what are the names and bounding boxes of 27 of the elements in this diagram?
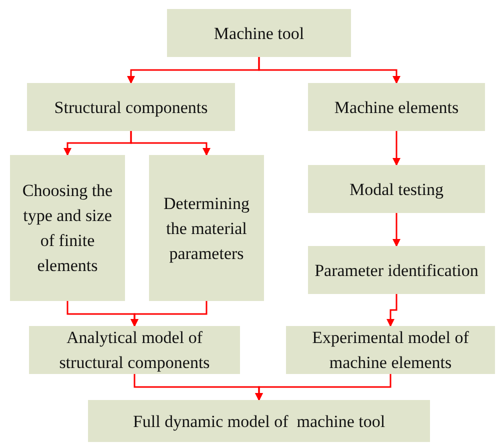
process-box (149, 155, 264, 301)
process-box (308, 165, 485, 213)
box-label: Choosing the type and size of finite elements (21, 180, 114, 277)
arrow (130, 131, 210, 156)
process-box (29, 326, 240, 374)
process-box (10, 155, 125, 301)
arrow (386, 294, 398, 327)
box-label: Determining the material parameters (162, 192, 250, 265)
box-label: Parameter identification (314, 260, 478, 282)
arrow (392, 213, 400, 247)
box-label: Modal testing (350, 178, 444, 201)
process-box (308, 83, 485, 131)
arrow (130, 301, 208, 327)
arrow (258, 57, 400, 84)
box-label: Structural components (54, 96, 208, 119)
process-box (27, 83, 235, 131)
box-label: Experimental model of machine elements (311, 327, 470, 374)
process-box (88, 400, 430, 442)
process-box (286, 326, 495, 374)
box-label: Machine tool (214, 22, 304, 44)
box-label: Full dynamic model of machine tool (132, 410, 386, 433)
arrow (392, 131, 400, 166)
process-box (167, 9, 351, 57)
box-label: Analytical model of structural components (58, 327, 211, 374)
arrow (255, 374, 392, 401)
box-label: Machine elements (334, 96, 459, 118)
process-box (308, 246, 485, 294)
